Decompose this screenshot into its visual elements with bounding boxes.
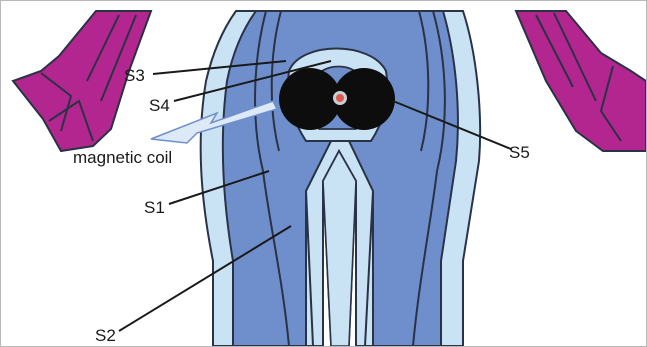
coil-disc-left bbox=[279, 68, 341, 130]
label-s4: S4 bbox=[149, 96, 170, 115]
label-s3: S3 bbox=[124, 66, 145, 85]
coil-center-dot bbox=[336, 94, 344, 102]
body-silhouette bbox=[201, 11, 480, 346]
label-magnetic-coil: magnetic coil bbox=[73, 148, 172, 167]
right-arm bbox=[516, 11, 646, 151]
label-s5: S5 bbox=[509, 143, 530, 162]
label-s2: S2 bbox=[95, 326, 116, 345]
label-s1: S1 bbox=[144, 198, 165, 217]
